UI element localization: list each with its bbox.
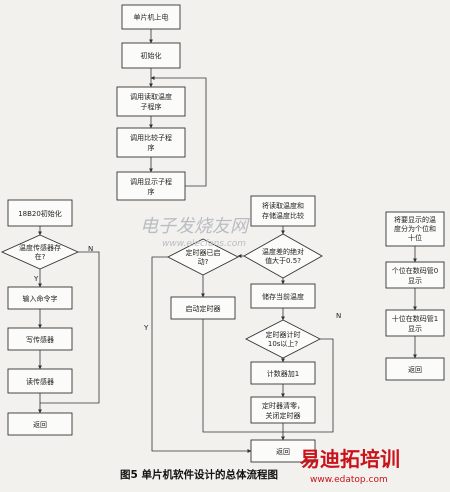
figure-caption: 图5 单片机软件设计的总体流程图 [120,468,278,481]
read-return-label: 返回 [33,421,47,429]
diff-diamond [243,233,323,279]
tens-label-2: 显示 [408,325,422,333]
call-display-label-1: 调用显示子程 [130,177,172,186]
store-temp-box [250,283,316,309]
watermark-site-url: www.elecfans.com [162,239,246,249]
timer-started-label-2: 动? [198,257,209,266]
call-compare-label-2: 序 [148,143,155,152]
compare-label-1: 将读取温度和 [262,201,304,210]
split-label-2: 度分为个位和 [394,224,436,233]
call-read-temp-label-2: 子程序 [141,102,162,111]
brand-logo-text: 易迪拓培训 [300,447,400,471]
call-compare-label-1: 调用比较子程 [130,133,172,142]
diff-label-2: 值大于0.5? [265,256,301,265]
store-temp-label: 储存当前温度 [262,292,304,301]
ones-label-2: 显示 [408,277,422,285]
compare-label-2: 存储温度比较 [262,211,304,220]
read-flow: 18B20初始化 温度传感器存 在? Y N 输入命令字 写传感器 读传感器 返… [0,199,100,436]
call-read-temp-box [116,86,186,117]
init-label: 初始化 [141,51,162,60]
read-sensor-label: 读传感器 [26,377,54,386]
clear-timer-label-1: 定时器清零， [262,401,304,410]
ds18b20-init-box [7,199,73,227]
call-compare-box [116,127,186,158]
split-label-1: 将要显示的温 [394,215,436,224]
timer-started-label-1: 定时器已启 [186,248,221,257]
tens-label-1: 十位在数码管1 [392,314,438,323]
split-digits-box [385,211,445,247]
call-display-label-2: 序 [148,187,155,196]
compare-flow: 将读取温度和 存储温度比较 温度差的绝对 值大于0.5? 定时器已启 动? 启动… [143,195,341,463]
time-10s-diamond [245,319,321,359]
call-read-temp-label-1: 调用读取温度 [130,92,172,101]
clear-timer-label-2: 关闭定时器 [266,411,301,420]
sensor-no-label: N [88,245,93,253]
ds18b20-init-label: 18B20初始化 [18,209,62,218]
tens-display-box [385,309,445,337]
compare-box [250,195,316,227]
input-cmd-label: 输入命令字 [23,294,58,303]
display-return-label: 返回 [408,366,422,374]
split-label-3: 十位 [408,233,422,242]
power-on-box [121,4,181,30]
power-on-label: 单片机上电 [134,13,169,22]
start-timer-label: 启动定时器 [186,304,221,313]
sensor-exists-label-2: 在? [35,252,46,261]
sensor-exists-diamond [0,234,80,270]
time-10s-label-2: 10s以上? [268,339,299,348]
time-10s-label-1: 定时器计时 [266,330,301,339]
write-sensor-label: 写传感器 [26,335,54,344]
main-flow: 单片机上电 初始化 调用读取温度 子程序 调用比较子程 序 调用显示子程 序 [116,4,207,201]
display-flow: 将要显示的温 度分为个位和 十位 个位在数码管0 显示 十位在数码管1 显示 返… [385,211,445,381]
compare-return-label: 返回 [276,448,290,456]
brand-logo-url: www.edatop.com [310,475,388,485]
read-sensor-box [7,368,73,394]
brand-logo: 易迪拓培训 www.edatop.com [300,447,400,485]
init-box [121,42,181,69]
ones-label-1: 个位在数码管0 [392,266,438,275]
counter-label: 计数器加1 [267,369,299,378]
sensor-exists-label-1: 温度传感器存 [19,243,61,252]
timer-yes-label: Y [143,324,149,332]
diff-label-1: 温度差的绝对 [262,247,304,256]
sensor-yes-label: Y [33,275,39,283]
watermark-site-name: 电子发烧友网 [140,216,250,237]
time-no-label: N [336,312,341,320]
